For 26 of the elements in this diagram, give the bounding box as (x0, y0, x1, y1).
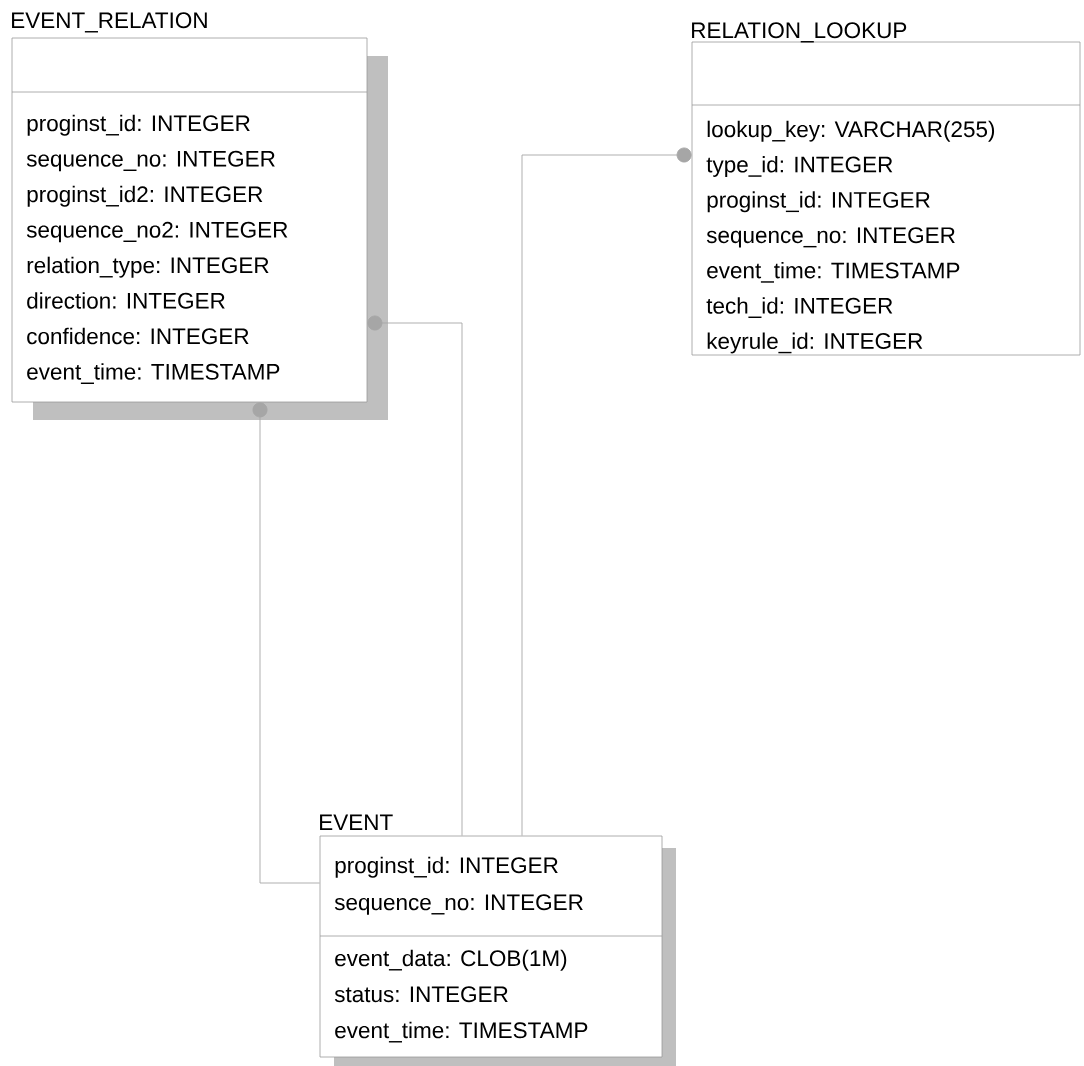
relationship-line (521, 147, 692, 837)
attribute-text: proginst_id: INTEGER (27, 114, 250, 136)
attribute-text: keyrule_id: INTEGER (707, 332, 923, 354)
attribute-text: type_id: INTEGER (706, 156, 893, 177)
attribute-text: proginst_id: INTEGER (707, 191, 930, 213)
attribute-text: proginst_id2: INTEGER (27, 185, 263, 207)
attribute-text: tech_id: INTEGER (706, 297, 893, 318)
attribute-text: event_data: CLOB(1M) (335, 949, 567, 971)
attribute-text: event_time: TIMESTAMP (335, 1021, 588, 1043)
attribute-text: confidence: INTEGER (27, 327, 249, 345)
table-title: EVENT (320, 814, 393, 830)
relationship-line (367, 315, 463, 837)
attribute-text: direction: INTEGER (27, 292, 225, 309)
attribute-text: proginst_id: INTEGER (335, 856, 558, 878)
relationship-line (252, 402, 321, 884)
attribute-text: sequence_no: INTEGER (706, 227, 955, 248)
attribute-text: relation_type: INTEGER (27, 256, 269, 278)
attribute-text: sequence_no2: INTEGER (26, 221, 288, 243)
attribute-text: lookup_key: VARCHAR(255) (707, 120, 995, 142)
attribute-text: event_time: TIMESTAMP (707, 261, 960, 283)
attribute-text: event_time: TIMESTAMP (27, 363, 280, 384)
attribute-text: sequence_no: INTEGER (26, 150, 275, 172)
attribute-text: status: INTEGER (334, 986, 508, 1003)
attribute-text: sequence_no: INTEGER (334, 894, 583, 915)
table-title: EVENT_RELATION (12, 12, 207, 33)
table-title: RELATION_LOOKUP (692, 22, 907, 43)
